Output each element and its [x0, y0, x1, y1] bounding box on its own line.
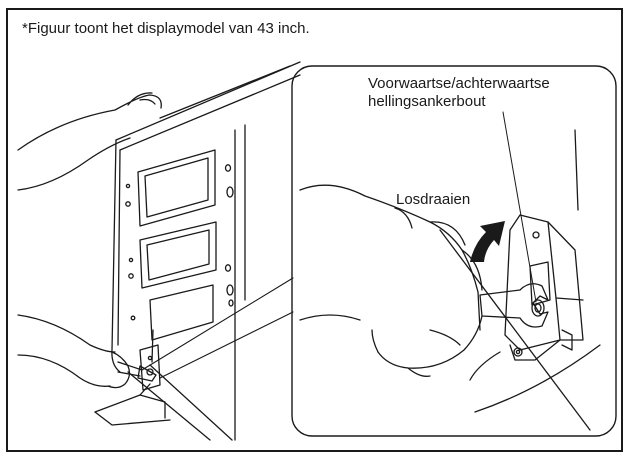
- figure-frame: [6, 8, 623, 452]
- middle-window: [139, 221, 217, 289]
- upper-window: [137, 149, 216, 227]
- left-bracket: [139, 344, 161, 391]
- zoom-inset: [291, 65, 617, 437]
- inset-bracket: [504, 214, 584, 361]
- bolt-label: Voorwaartse/achterwaartse hellingsankerb…: [368, 75, 550, 111]
- loosen-arrow-icon: [470, 221, 505, 262]
- stand-foot: [94, 383, 171, 426]
- display-back-panel: [111, 61, 301, 441]
- panel-holes: [125, 164, 234, 321]
- loosen-label: Losdraaien: [396, 191, 471, 208]
- inset-wrench: [479, 283, 549, 328]
- upper-left-hand: [17, 92, 162, 191]
- lower-recess: [149, 284, 214, 363]
- inset-display-edge: [439, 129, 601, 431]
- bolt-leader: [502, 111, 537, 303]
- lower-left-hand: [17, 314, 157, 389]
- bolt-label-line2: hellingsankerbout: [368, 93, 486, 110]
- bolt-label-line1: Voorwaartse/achterwaartse: [368, 75, 550, 92]
- callout-lines: [141, 277, 294, 379]
- inset-hand: [299, 184, 483, 377]
- figure-note: *Figuur toont het displaymodel van 43 in…: [22, 20, 310, 37]
